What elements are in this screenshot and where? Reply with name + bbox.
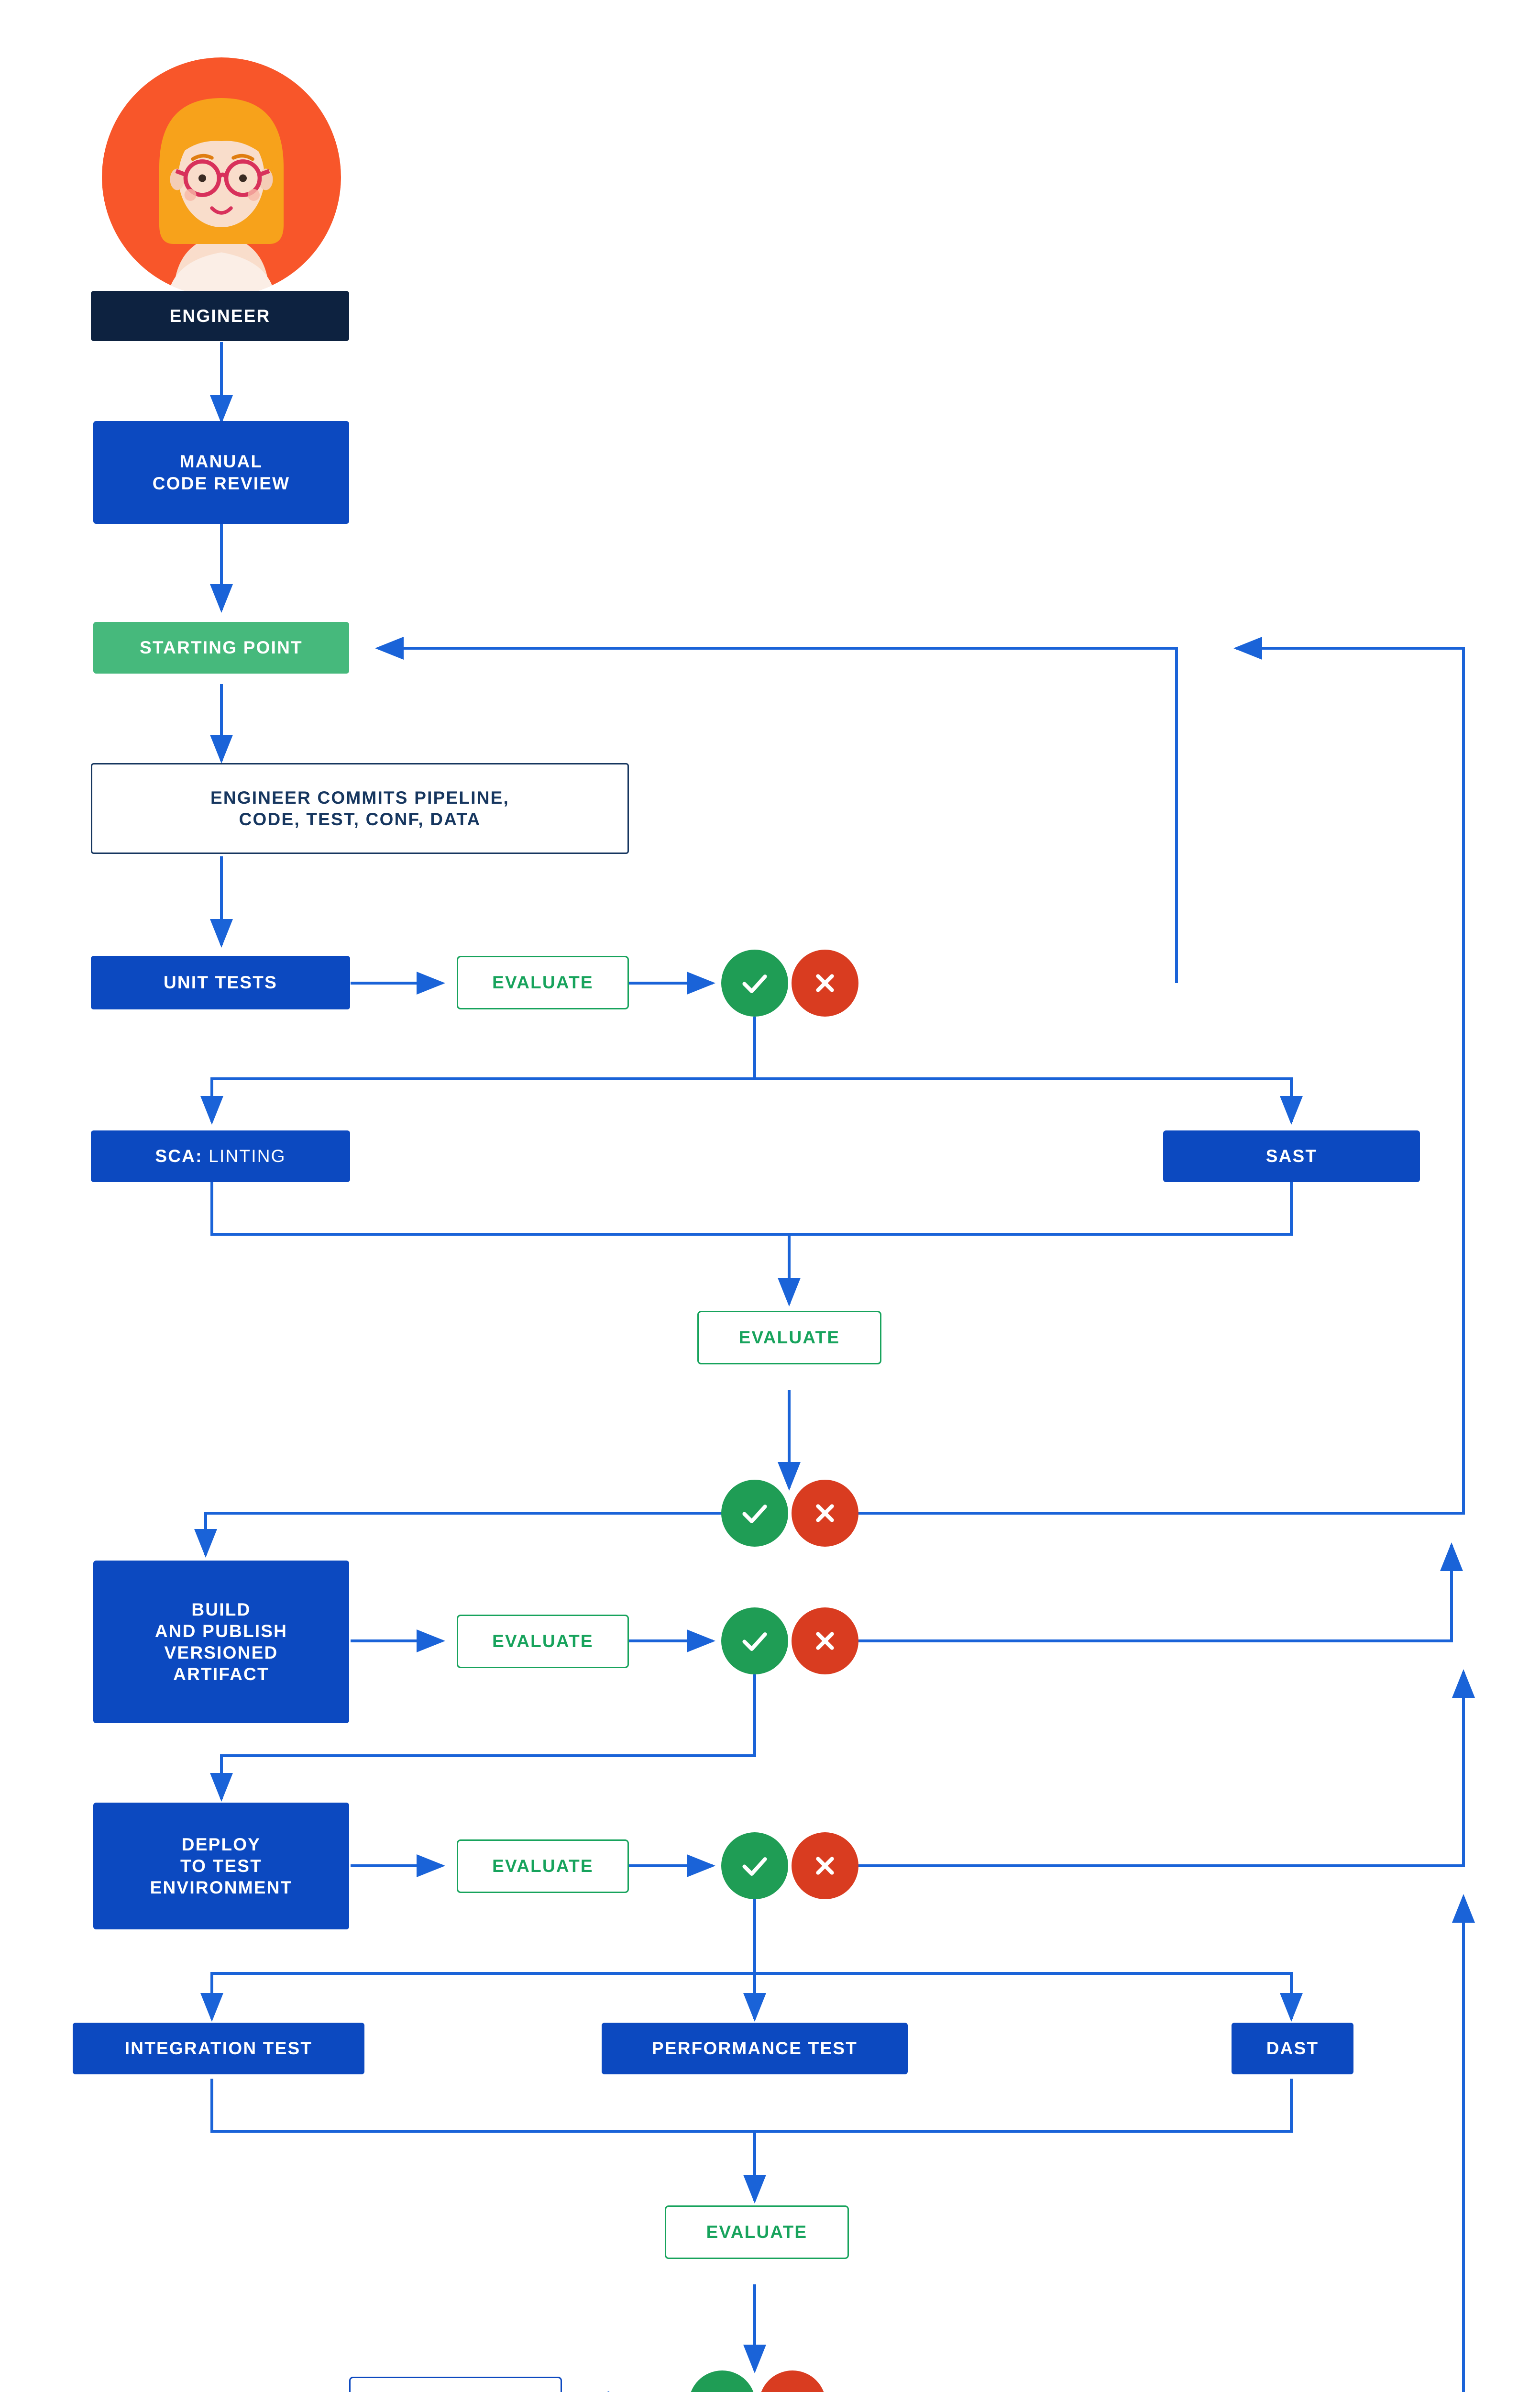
node-deploy-test-env[interactable]: DEPLOY TO TEST ENVIRONMENT <box>93 1803 349 1929</box>
cross-icon <box>816 1504 834 1522</box>
node-sca-linting-label-thin: LINTING <box>202 1146 286 1166</box>
node-evaluate-1-label: EVALUATE <box>492 973 594 993</box>
node-starting-point-label: STARTING POINT <box>140 638 303 658</box>
check-icon <box>742 1632 767 1651</box>
node-evaluate-2-label: EVALUATE <box>738 1328 840 1348</box>
node-evaluate-1[interactable]: EVALUATE <box>457 956 629 1009</box>
decision-1-pass-icon[interactable] <box>721 950 788 1017</box>
node-evaluate-5-label: EVALUATE <box>706 2222 808 2242</box>
node-integration-test[interactable]: INTEGRATION TEST <box>73 2023 364 2074</box>
check-icon <box>742 1857 767 1876</box>
node-unit-tests-label: UNIT TESTS <box>163 973 278 993</box>
cross-icon <box>816 1632 834 1650</box>
node-evaluate-2[interactable]: EVALUATE <box>697 1311 881 1364</box>
node-build-publish-label: BUILD AND PUBLISH VERSIONED ARTIFACT <box>154 1599 288 1684</box>
node-engineer-label: ENGINEER <box>169 306 271 326</box>
node-sca-linting-label-bold: SCA: <box>155 1146 203 1166</box>
node-build-publish[interactable]: BUILD AND PUBLISH VERSIONED ARTIFACT <box>93 1561 349 1723</box>
node-evaluate-3-label: EVALUATE <box>492 1631 594 1651</box>
node-manual-code-review[interactable]: MANUAL CODE REVIEW <box>93 421 349 524</box>
decision-2-pass-icon[interactable] <box>721 1480 788 1547</box>
node-next-phase[interactable]: NEXT PHASE <box>349 2377 562 2392</box>
node-dast-label: DAST <box>1266 2038 1319 2059</box>
decision-2-fail-icon[interactable] <box>792 1480 858 1547</box>
node-sca-linting[interactable]: SCA: LINTING <box>91 1130 350 1182</box>
decision-1-fail-icon[interactable] <box>792 950 858 1017</box>
decision-4-pass-icon[interactable] <box>721 1832 788 1899</box>
node-engineer-commits[interactable]: ENGINEER COMMITS PIPELINE, CODE, TEST, C… <box>91 763 629 854</box>
node-dast[interactable]: DAST <box>1232 2023 1353 2074</box>
node-performance-test-label: PERFORMANCE TEST <box>651 2038 858 2059</box>
cross-icon <box>776 2387 809 2392</box>
node-engineer[interactable]: ENGINEER <box>91 291 349 341</box>
node-performance-test[interactable]: PERFORMANCE TEST <box>602 2023 908 2074</box>
node-evaluate-4[interactable]: EVALUATE <box>457 1839 629 1893</box>
node-sast-label: SAST <box>1265 1146 1318 1166</box>
node-integration-test-label: INTEGRATION TEST <box>124 2038 313 2059</box>
node-unit-tests[interactable]: UNIT TESTS <box>91 956 350 1009</box>
decision-3-pass-icon[interactable] <box>721 1607 788 1674</box>
check-icon <box>742 1505 767 1523</box>
node-manual-code-review-label: MANUAL CODE REVIEW <box>152 452 290 493</box>
node-evaluate-3[interactable]: EVALUATE <box>457 1615 629 1668</box>
engineer-avatar <box>102 57 341 297</box>
node-evaluate-5[interactable]: EVALUATE <box>665 2205 849 2259</box>
node-evaluate-4-label: EVALUATE <box>492 1856 594 1876</box>
node-starting-point[interactable]: STARTING POINT <box>93 622 349 674</box>
node-sast[interactable]: SAST <box>1163 1130 1420 1182</box>
check-icon <box>704 2386 740 2392</box>
node-engineer-commits-label: ENGINEER COMMITS PIPELINE, CODE, TEST, C… <box>210 787 510 829</box>
decision-4-fail-icon[interactable] <box>792 1832 858 1899</box>
check-icon <box>742 975 767 993</box>
decision-3-fail-icon[interactable] <box>792 1607 858 1674</box>
cross-icon <box>816 974 834 992</box>
cross-icon <box>816 1857 834 1875</box>
node-deploy-test-env-label: DEPLOY TO TEST ENVIRONMENT <box>150 1834 293 1898</box>
